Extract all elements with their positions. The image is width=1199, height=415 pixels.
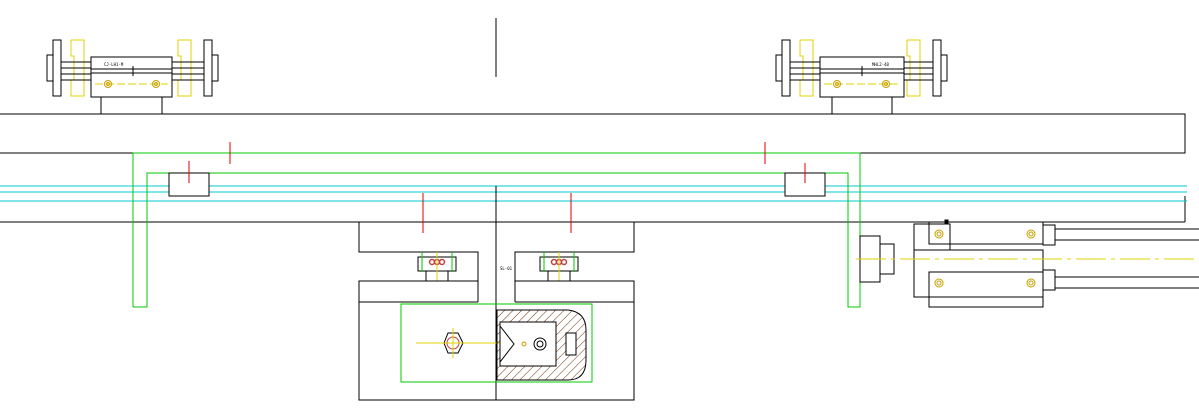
inner-pocket bbox=[400, 303, 593, 383]
left-carriage bbox=[417, 252, 457, 282]
left-gripper bbox=[46, 39, 219, 114]
cut-marks bbox=[188, 142, 806, 233]
base-plate bbox=[358, 280, 635, 401]
green-frame bbox=[132, 152, 861, 308]
main-beam bbox=[0, 113, 1186, 223]
clamp-body bbox=[496, 309, 587, 381]
cylinder-assembly bbox=[856, 219, 1199, 308]
center-tag-label: SL-01 bbox=[500, 266, 513, 271]
right-gripper bbox=[775, 39, 948, 114]
left-gripper-label: CJ-LH1-M bbox=[104, 62, 124, 67]
right-carriage bbox=[539, 252, 579, 282]
right-gripper-label: MHL2-40 bbox=[872, 62, 889, 67]
